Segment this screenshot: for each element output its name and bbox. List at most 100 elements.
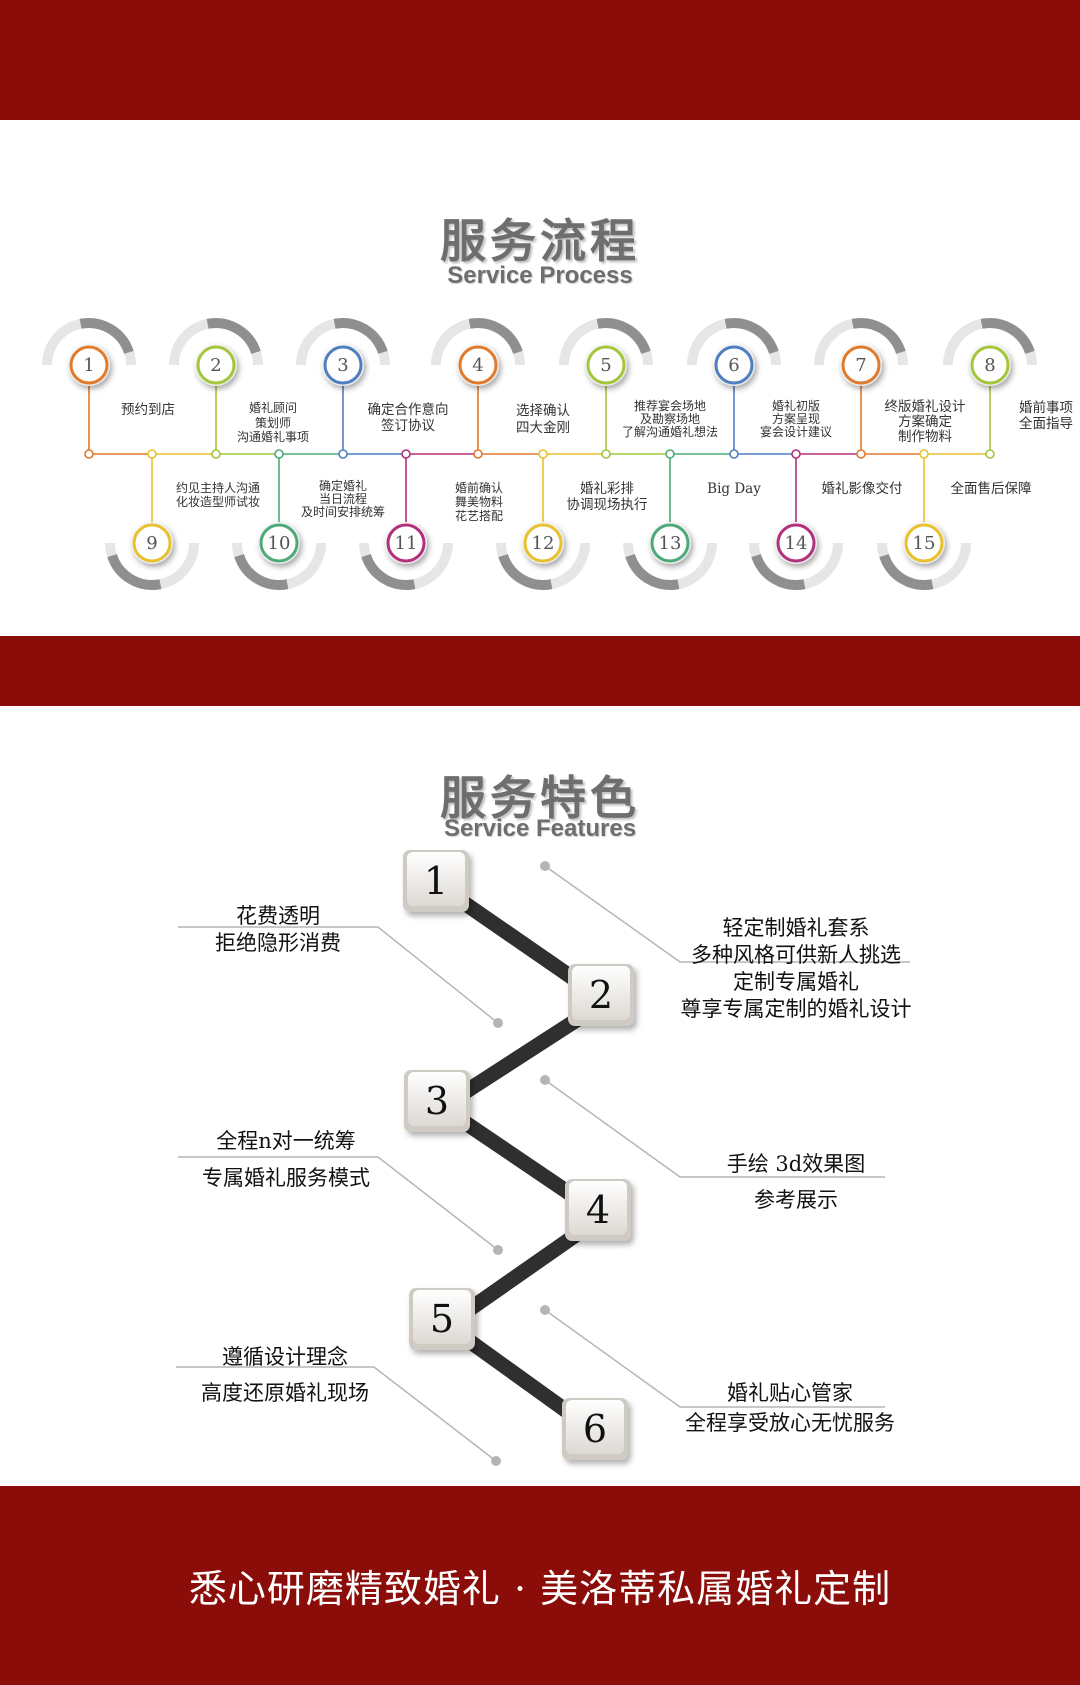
callout-dot bbox=[540, 1305, 550, 1315]
feature-text: 全程享受放心无忧服务 bbox=[685, 1411, 895, 1435]
step-node-10: 10 bbox=[232, 522, 326, 590]
step-number: 8 bbox=[984, 355, 995, 376]
ring-arc-dark bbox=[980, 318, 1035, 355]
step-ring bbox=[970, 345, 1010, 385]
feature-key-3: 3 bbox=[404, 1070, 470, 1132]
step-label: 四大金刚 bbox=[516, 420, 570, 436]
callout-leader bbox=[176, 1366, 497, 1462]
step-number: 11 bbox=[395, 533, 418, 554]
ring-arc-dark bbox=[79, 318, 134, 355]
step-label: 婚礼初版 bbox=[772, 398, 820, 413]
callout-leader bbox=[178, 1156, 499, 1251]
step-label: 了解沟通婚礼想法 bbox=[622, 424, 718, 439]
key-number: 4 bbox=[586, 1188, 610, 1232]
step-label: 确定婚礼 bbox=[319, 478, 367, 493]
step-number: 7 bbox=[855, 355, 866, 376]
ring-arc-dark bbox=[468, 318, 523, 355]
timeline-joint bbox=[84, 449, 94, 459]
step-number: 1 bbox=[83, 355, 94, 376]
step-label: 花艺搭配 bbox=[455, 508, 503, 523]
step-node-2: 2 bbox=[169, 318, 263, 386]
feature-key-2: 2 bbox=[568, 964, 634, 1026]
ring-arc-dark bbox=[851, 318, 906, 355]
step-node-3: 3 bbox=[296, 318, 390, 386]
step-ring bbox=[323, 345, 363, 385]
ring-arc-dark bbox=[361, 553, 416, 590]
step-number: 6 bbox=[728, 355, 739, 376]
step-node-12: 12 bbox=[496, 522, 590, 590]
step-ring bbox=[458, 345, 498, 385]
feature-text: 尊享专属定制的婚礼设计 bbox=[681, 997, 912, 1021]
timeline-joint bbox=[856, 449, 866, 459]
callout-leader bbox=[544, 1079, 885, 1178]
callout-dot bbox=[493, 1018, 503, 1028]
step-label: 化妆造型师试妆 bbox=[176, 494, 260, 509]
timeline-joint bbox=[791, 449, 801, 459]
ring-arc-dark bbox=[625, 553, 680, 590]
step-label: 及时间安排统筹 bbox=[301, 504, 385, 519]
step-number: 4 bbox=[472, 355, 483, 376]
step-label: 制作物料 bbox=[898, 429, 952, 445]
feature-key-6: 6 bbox=[562, 1398, 628, 1460]
feature-text: 专属婚礼服务模式 bbox=[202, 1166, 370, 1190]
timeline-joint bbox=[729, 449, 739, 459]
feature-text: 遵循设计理念 bbox=[222, 1345, 348, 1369]
step-label: 预约到店 bbox=[121, 402, 175, 418]
step-label: 婚礼顾问 bbox=[249, 400, 297, 415]
timeline-joint bbox=[601, 449, 611, 459]
step-node-1: 1 bbox=[42, 318, 136, 386]
features-title: 服务特色 bbox=[440, 771, 640, 825]
key-cap bbox=[572, 966, 630, 1020]
bottom-banner bbox=[0, 1486, 1080, 1685]
step-label: 及勘察场地 bbox=[640, 412, 700, 426]
key-number: 3 bbox=[425, 1079, 449, 1123]
step-ring bbox=[259, 523, 299, 563]
ring-arc-dark bbox=[234, 553, 289, 590]
step-node-5: 5 bbox=[559, 318, 653, 386]
timeline-joint bbox=[919, 449, 929, 459]
step-node-8: 8 bbox=[943, 318, 1037, 386]
key-number: 5 bbox=[430, 1297, 454, 1341]
step-ring bbox=[714, 345, 754, 385]
step-node-4: 4 bbox=[431, 318, 525, 386]
step-ring bbox=[904, 523, 944, 563]
step-ring bbox=[841, 345, 881, 385]
ring-arc-dark bbox=[879, 553, 934, 590]
feature-text: 全程n对一统筹 bbox=[216, 1129, 356, 1153]
step-label: 婚前确认 bbox=[455, 480, 503, 495]
feature-text: 婚礼贴心管家 bbox=[727, 1381, 853, 1405]
step-label: 婚礼影像交付 bbox=[822, 480, 903, 497]
step-label: 签订协议 bbox=[381, 417, 435, 434]
key-cap bbox=[408, 1072, 466, 1126]
step-node-11: 11 bbox=[359, 522, 453, 590]
key-cap bbox=[407, 852, 465, 906]
step-ring bbox=[523, 523, 563, 563]
feature-text: 定制专属婚礼 bbox=[733, 970, 859, 994]
timeline-joint bbox=[665, 449, 675, 459]
ring-arc-dark bbox=[596, 318, 651, 355]
feature-text: 轻定制婚礼套系 bbox=[723, 916, 870, 940]
features-subtitle: Service Features bbox=[443, 815, 637, 842]
step-ring bbox=[69, 345, 109, 385]
step-label: 全面售后保障 bbox=[951, 480, 1032, 497]
step-node-15: 15 bbox=[877, 522, 971, 590]
feature-text: 参考展示 bbox=[754, 1188, 838, 1212]
feature-text: 多种风格可供新人挑选 bbox=[691, 943, 901, 967]
step-node-9: 9 bbox=[105, 522, 199, 590]
callout-dot bbox=[491, 1456, 501, 1466]
step-label: Big Day bbox=[707, 481, 761, 497]
step-ring bbox=[650, 523, 690, 563]
callout-dot bbox=[540, 1075, 550, 1085]
step-ring bbox=[196, 345, 236, 385]
step-node-7: 7 bbox=[814, 318, 908, 386]
callout-leader bbox=[544, 1309, 885, 1408]
timeline-joint bbox=[985, 449, 995, 459]
step-label: 沟通婚礼事项 bbox=[237, 429, 309, 444]
key-number: 6 bbox=[583, 1407, 607, 1451]
step-label: 确定合作意向 bbox=[368, 401, 449, 418]
key-cap bbox=[569, 1181, 627, 1235]
step-label: 终版婚礼设计 bbox=[885, 399, 966, 415]
key-cap bbox=[413, 1290, 471, 1344]
step-number: 3 bbox=[337, 355, 348, 376]
